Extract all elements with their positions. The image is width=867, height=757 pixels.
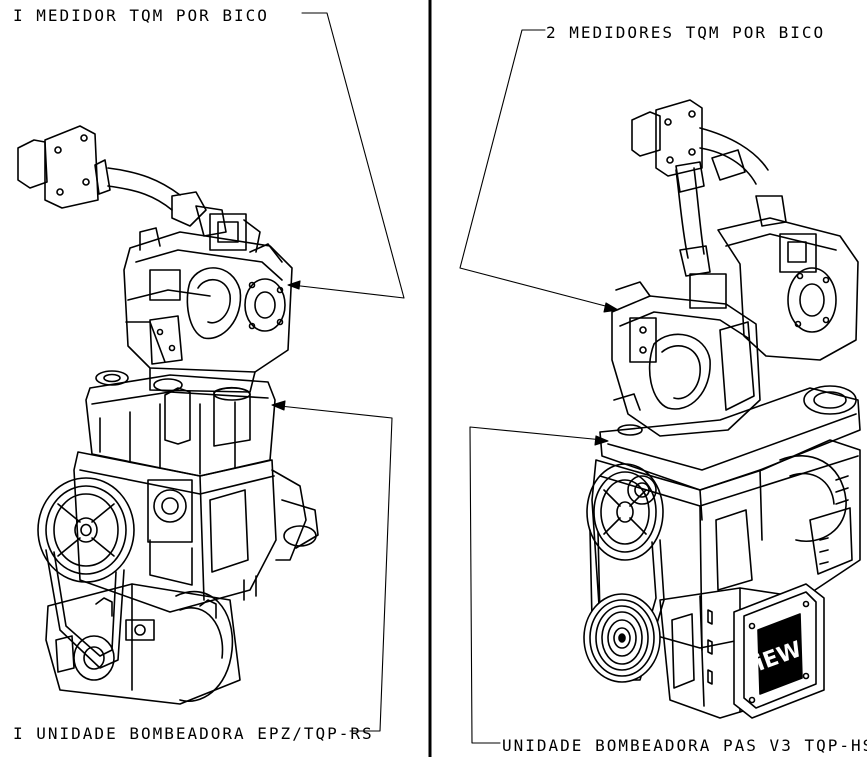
left-pump-unit xyxy=(17,125,319,705)
left-pulley xyxy=(37,477,135,681)
left-motor xyxy=(45,575,257,705)
right-pump-unit: iEW xyxy=(583,99,861,719)
leader-top-left xyxy=(291,12,405,299)
right-motor: iEW xyxy=(659,583,825,719)
arrow-top-right xyxy=(603,302,619,313)
right-meter-housings xyxy=(611,217,859,437)
arrow-top-left xyxy=(287,280,301,290)
right-upper-deck xyxy=(599,385,861,541)
label-top-right: 2 MEDIDORES TQM POR BICO xyxy=(546,23,826,42)
right-terminal-box: iEW xyxy=(733,583,825,719)
left-inlet-pipe xyxy=(17,125,261,253)
leader-lines xyxy=(271,12,619,744)
label-bottom-right: UNIDADE BOMBEADORA PAS V3 TQP-HS xyxy=(502,736,867,755)
leader-bottom-left xyxy=(279,405,393,732)
leader-top-right xyxy=(459,29,614,309)
right-pulley xyxy=(583,463,665,683)
right-lower-body xyxy=(591,439,861,651)
label-top-left: I MEDIDOR TQM POR BICO xyxy=(13,6,269,25)
right-inlet-pipes xyxy=(631,99,817,309)
arrow-bottom-left xyxy=(271,400,286,411)
leader-bottom-right xyxy=(469,426,604,744)
left-lower-body xyxy=(73,451,319,613)
label-bottom-left: I UNIDADE BOMBEADORA EPZ/TQP-RS xyxy=(13,724,374,743)
left-meter-housing xyxy=(123,227,293,373)
